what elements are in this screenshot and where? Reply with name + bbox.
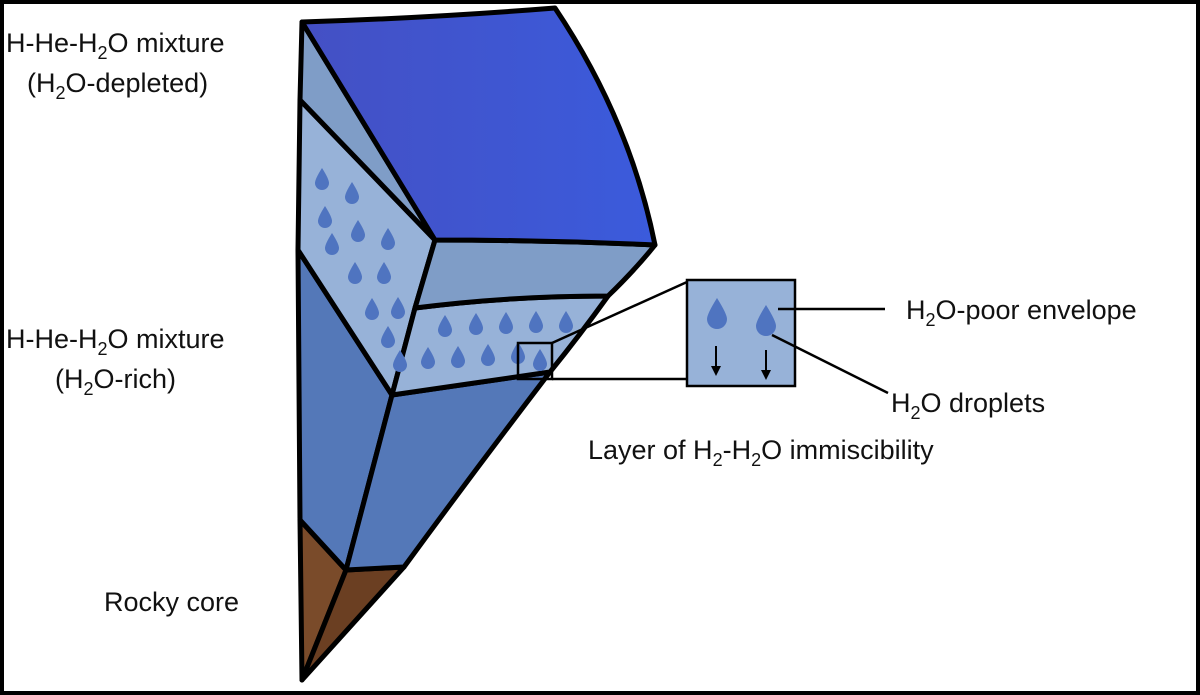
droplet bbox=[381, 326, 395, 348]
droplet bbox=[325, 233, 339, 255]
planet-wedge bbox=[295, 5, 658, 683]
inset-droplet bbox=[707, 298, 727, 329]
droplet bbox=[377, 262, 391, 284]
droplet bbox=[438, 315, 452, 337]
inner-right-face bbox=[343, 369, 553, 573]
arrow-head bbox=[761, 370, 771, 380]
label-rich-line2: (H2O-rich) bbox=[55, 364, 176, 399]
label-rocky-core: Rocky core bbox=[104, 587, 239, 617]
droplet bbox=[469, 313, 483, 335]
droplet bbox=[529, 311, 543, 333]
droplet bbox=[315, 168, 329, 190]
droplet bbox=[318, 206, 332, 228]
droplets-right-face bbox=[421, 311, 573, 371]
droplet bbox=[345, 182, 359, 204]
falling-arrows bbox=[715, 346, 767, 373]
droplet bbox=[499, 312, 513, 334]
droplet bbox=[559, 311, 573, 333]
label-immiscibility-layer: Layer of H2-H2O immiscibility bbox=[588, 435, 934, 470]
droplet bbox=[365, 298, 379, 320]
rim-right-face bbox=[412, 237, 658, 311]
leader-lines bbox=[771, 307, 889, 395]
droplet bbox=[533, 349, 547, 371]
droplets-leader bbox=[771, 333, 889, 395]
label-depleted-line2: (H2O-depleted) bbox=[27, 68, 208, 103]
zoom-inset-box bbox=[685, 278, 797, 388]
outer-surface-face bbox=[299, 5, 658, 248]
droplets-left-face bbox=[315, 168, 407, 372]
droplet bbox=[481, 344, 495, 366]
label-droplets: H2O droplets bbox=[891, 388, 1045, 423]
droplet bbox=[351, 220, 365, 242]
label-rich-line1: H-He-H2O mixture bbox=[6, 324, 225, 359]
droplet bbox=[451, 346, 465, 368]
droplet bbox=[421, 347, 435, 369]
label-envelope: H2O-poor envelope bbox=[906, 295, 1137, 330]
droplet bbox=[393, 350, 407, 372]
zoom-connector-top bbox=[551, 280, 688, 345]
zoom-inset bbox=[685, 278, 797, 388]
droplet bbox=[391, 297, 405, 319]
zoom-callout bbox=[516, 280, 688, 381]
label-depleted-line1: H-He-H2O mixture bbox=[6, 28, 225, 63]
inset-droplet bbox=[756, 305, 776, 336]
arrow-head bbox=[711, 366, 721, 376]
zoom-source-box bbox=[516, 341, 554, 381]
droplet bbox=[381, 228, 395, 250]
droplet bbox=[348, 262, 362, 284]
